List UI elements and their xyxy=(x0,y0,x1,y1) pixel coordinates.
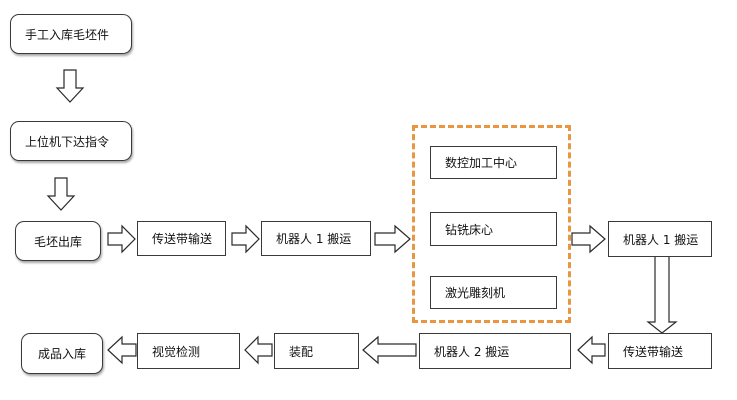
node-conveyor-1[interactable]: 传送带输送 xyxy=(137,221,226,256)
node-robot-1-first[interactable]: 机器人 1 搬运 xyxy=(261,221,371,256)
arrow-left-2 xyxy=(362,335,417,365)
machining-group xyxy=(412,125,571,323)
node-label: 激光雕刻机 xyxy=(445,286,506,300)
arrow-right-3 xyxy=(374,224,411,254)
arrow-left-1 xyxy=(577,335,606,365)
node-product-store[interactable]: 成品入库 xyxy=(21,333,103,374)
node-label: 机器人 2 搬运 xyxy=(434,344,510,359)
arrow-left-3 xyxy=(244,335,273,365)
node-laser-engrave[interactable]: 激光雕刻机 xyxy=(430,276,557,309)
node-robot-1-second[interactable]: 机器人 1 搬运 xyxy=(608,221,712,257)
arrow-down-1 xyxy=(55,69,85,103)
node-cnc-center[interactable]: 数控加工中心 xyxy=(430,146,557,179)
node-label: 钻铣床心 xyxy=(445,222,494,237)
arrow-right-1 xyxy=(107,224,136,254)
arrow-right-4 xyxy=(571,224,606,254)
node-conveyor-2[interactable]: 传送带输送 xyxy=(608,333,712,369)
node-vision-inspect[interactable]: 视觉检测 xyxy=(137,333,240,369)
node-label: 机器人 1 搬运 xyxy=(276,232,352,246)
node-host-command[interactable]: 上位机下达指令 xyxy=(10,121,132,161)
arrow-down-3 xyxy=(646,255,678,334)
node-label: 数控加工中心 xyxy=(445,156,518,170)
node-label: 传送带输送 xyxy=(623,344,684,359)
node-label: 传送带输送 xyxy=(152,232,213,246)
node-label: 手工入库毛坯件 xyxy=(25,27,110,42)
node-drill-mill[interactable]: 钻铣床心 xyxy=(430,212,557,246)
node-label: 毛坯出库 xyxy=(33,234,82,249)
node-assembly[interactable]: 装配 xyxy=(274,333,359,369)
arrow-right-2 xyxy=(231,224,260,254)
node-label: 上位机下达指令 xyxy=(25,134,110,149)
arrow-down-2 xyxy=(46,177,76,211)
node-label: 装配 xyxy=(289,344,314,359)
node-robot-2[interactable]: 机器人 2 搬运 xyxy=(419,333,571,369)
node-blank-out[interactable]: 毛坯出库 xyxy=(15,221,101,261)
node-manual-store[interactable]: 手工入库毛坯件 xyxy=(10,14,132,54)
node-label: 机器人 1 搬运 xyxy=(623,232,699,247)
arrow-left-4 xyxy=(107,335,137,365)
node-label: 成品入库 xyxy=(37,347,86,361)
node-label: 视觉检测 xyxy=(152,344,201,359)
